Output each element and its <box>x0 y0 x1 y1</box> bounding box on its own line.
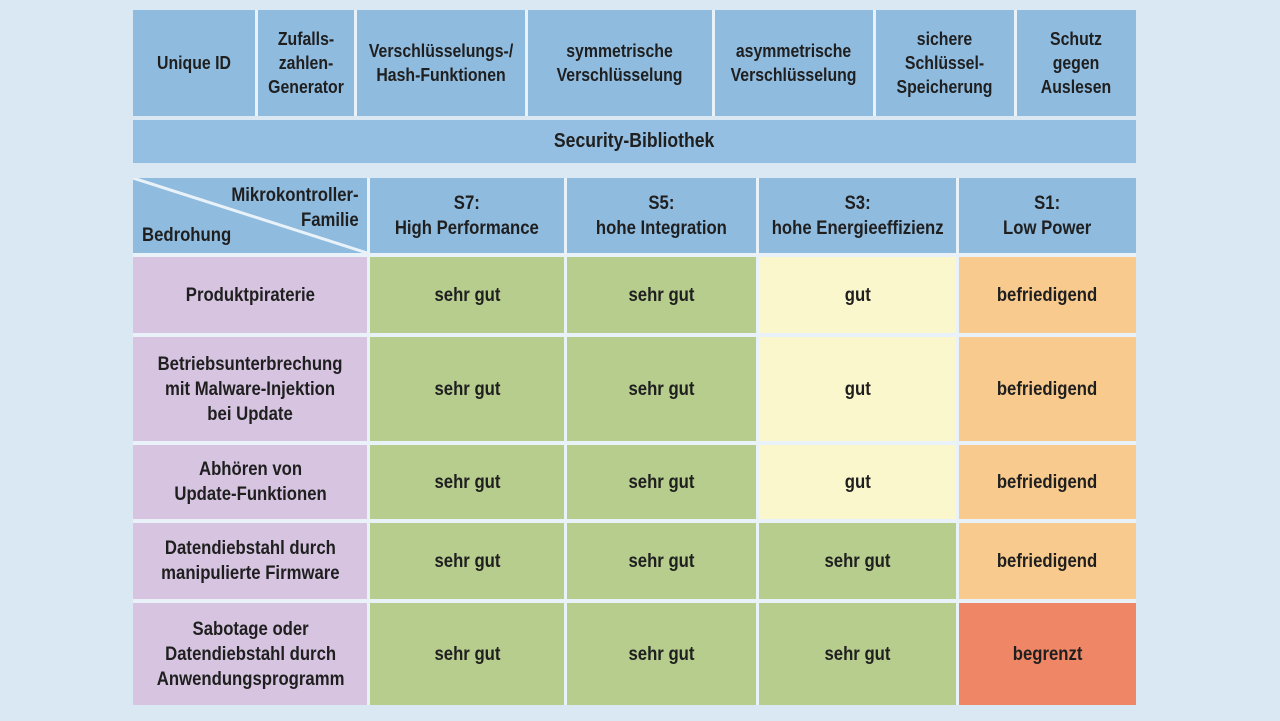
rating-cell: sehr gut <box>566 445 757 519</box>
matrix-corner-cell: Mikrokontroller- Familie Bedrohung <box>133 178 368 253</box>
rating-label: sehr gut <box>628 471 695 493</box>
rating-cell: begrenzt <box>958 603 1136 705</box>
rating-label: sehr gut <box>434 378 500 400</box>
rating-label: sehr gut <box>434 471 500 493</box>
rating-label: befriedigend <box>997 378 1098 400</box>
rating-cell: sehr gut <box>566 337 757 441</box>
rating-cell: sehr gut <box>759 603 956 705</box>
feature-label: symmetrische Verschlüsselung <box>557 41 683 85</box>
feature-label: Verschlüsselungs-/ Hash-Funktionen <box>368 41 514 85</box>
rating-cell: sehr gut <box>566 257 757 333</box>
rating-cell: befriedigend <box>958 445 1136 519</box>
rating-label: sehr gut <box>824 550 891 572</box>
corner-label-family: Mikrokontroller- Familie <box>231 185 359 231</box>
rating-label: sehr gut <box>628 284 695 306</box>
rating-cell: gut <box>759 257 956 333</box>
rating-cell: befriedigend <box>958 523 1136 599</box>
rating-cell: sehr gut <box>566 603 757 705</box>
rating-label: sehr gut <box>628 643 695 665</box>
family-header-s3: S3: hohe Energieeffizienz <box>759 178 956 253</box>
rating-cell: sehr gut <box>759 523 956 599</box>
feature-cell-readout-protection: Schutz gegen Auslesen <box>1016 10 1136 116</box>
feature-cell-random-number-generator: Zufalls- zahlen- Generator <box>258 10 354 116</box>
feature-label: sichere Schlüssel- Speicherung <box>896 29 993 97</box>
rating-label: sehr gut <box>434 550 500 572</box>
rating-label: sehr gut <box>824 643 891 665</box>
family-header-label: S5: hohe Integration <box>595 192 727 239</box>
feature-label: Unique ID <box>157 53 232 73</box>
rating-label: sehr gut <box>628 378 695 400</box>
rating-label: befriedigend <box>997 471 1098 493</box>
threat-label: Produktpiraterie <box>185 284 315 306</box>
feature-cell-encryption-hash-functions: Verschlüsselungs-/ Hash-Funktionen <box>356 10 526 116</box>
feature-cell-symmetric-encryption: symmetrische Verschlüsselung <box>528 10 712 116</box>
rating-cell: befriedigend <box>958 257 1136 333</box>
rating-label: gut <box>844 471 871 493</box>
security-library-bar: Security-Bibliothek <box>133 120 1136 163</box>
corner-label-threat: Bedrohung <box>142 225 232 246</box>
threat-cell: Produktpiraterie <box>133 257 368 333</box>
rating-label: sehr gut <box>628 550 695 572</box>
family-header-label: S3: hohe Energieeffizienz <box>771 192 944 239</box>
rating-cell: sehr gut <box>370 445 564 519</box>
security-library-label: Security-Bibliothek <box>554 130 715 152</box>
threat-family-matrix: Mikrokontroller- Familie Bedrohung S7: H… <box>133 178 1136 705</box>
security-matrix-infographic: Unique ID Zufalls- zahlen- Generator Ver… <box>133 10 1136 705</box>
feature-label: Schutz gegen Auslesen <box>1041 29 1112 97</box>
family-header-label: S7: High Performance <box>394 192 539 239</box>
feature-cell-unique-id: Unique ID <box>133 10 256 116</box>
rating-cell: sehr gut <box>370 603 564 705</box>
threat-cell: Datendiebstahl durch manipulierte Firmwa… <box>133 523 368 599</box>
rating-cell: befriedigend <box>958 337 1136 441</box>
rating-label: gut <box>844 378 871 400</box>
rating-cell: sehr gut <box>370 523 564 599</box>
feature-label: asymmetrische Verschlüsselung <box>731 41 857 85</box>
family-header-label: S1: Low Power <box>1003 192 1092 239</box>
rating-cell: sehr gut <box>566 523 757 599</box>
rating-cell: sehr gut <box>370 337 564 441</box>
threat-label: Datendiebstahl durch manipulierte Firmwa… <box>160 538 340 584</box>
rating-label: befriedigend <box>997 284 1098 306</box>
feature-cell-secure-key-storage: sichere Schlüssel- Speicherung <box>876 10 1014 116</box>
threat-label: Abhören von Update-Funktionen <box>173 459 327 505</box>
rating-label: sehr gut <box>434 284 500 306</box>
threat-cell: Sabotage oder Datendiebstahl durch Anwen… <box>133 603 368 705</box>
rating-label: befriedigend <box>997 550 1098 572</box>
rating-cell: sehr gut <box>370 257 564 333</box>
rating-label: gut <box>844 284 871 306</box>
family-header-s7: S7: High Performance <box>370 178 564 253</box>
rating-cell: gut <box>759 337 956 441</box>
threat-cell: Abhören von Update-Funktionen <box>133 445 368 519</box>
diagonal-divider-line <box>133 178 367 253</box>
rating-label: sehr gut <box>434 643 500 665</box>
threat-cell: Betriebsunterbrechung mit Malware-Injekt… <box>133 337 368 441</box>
feature-cell-asymmetric-encryption: asymmetrische Verschlüsselung <box>714 10 874 116</box>
security-features-row: Unique ID Zufalls- zahlen- Generator Ver… <box>133 10 1136 116</box>
threat-label: Betriebsunterbrechung mit Malware-Injekt… <box>157 353 343 425</box>
feature-label: Zufalls- zahlen- Generator <box>268 29 344 97</box>
threat-label: Sabotage oder Datendiebstahl durch Anwen… <box>156 618 344 690</box>
family-header-s1: S1: Low Power <box>958 178 1136 253</box>
rating-label: begrenzt <box>1012 643 1083 665</box>
family-header-s5: S5: hohe Integration <box>566 178 757 253</box>
rating-cell: gut <box>759 445 956 519</box>
